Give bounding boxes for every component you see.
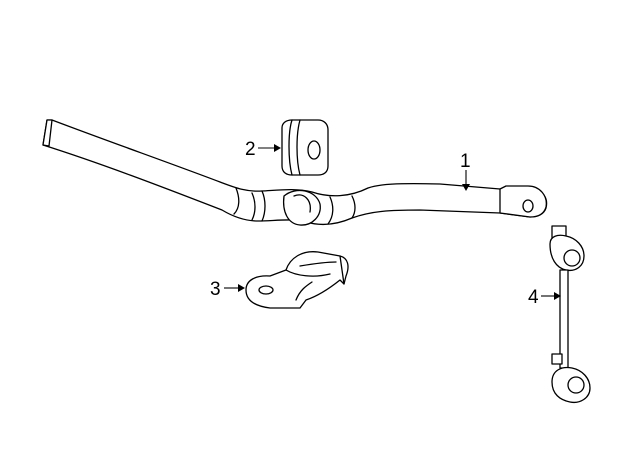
bushing-body <box>281 119 329 176</box>
callout-3: 3 <box>210 279 245 300</box>
callout-1: 1 <box>460 151 471 191</box>
bracket <box>245 251 349 309</box>
callout-2-arrowhead <box>274 144 281 152</box>
callout-3-arrowhead <box>238 284 245 292</box>
stabilizer-bar-eye-hole <box>522 199 534 213</box>
callout-2: 2 <box>245 139 281 160</box>
bushing <box>281 119 329 176</box>
bar-bushing-section <box>282 189 321 226</box>
link-bottom-stud <box>551 353 563 365</box>
stabilizer-bar <box>42 119 548 226</box>
bushing-hole <box>307 140 321 160</box>
stabilizer-bar-end <box>42 119 53 147</box>
callout-1-arrowhead <box>462 184 470 191</box>
link-rod <box>559 269 569 369</box>
bushing-side <box>288 119 301 176</box>
bar-bend-lines <box>233 187 356 219</box>
bar-bushing-ridge <box>251 190 334 225</box>
callout-3-label: 3 <box>210 279 221 300</box>
bracket-folds <box>285 255 345 301</box>
stabilizer-link <box>549 225 591 404</box>
callout-1-label: 1 <box>460 151 471 172</box>
link-top-ball <box>563 249 581 267</box>
stabilizer-bar-eye <box>499 185 547 218</box>
callout-4-label: 4 <box>528 287 539 308</box>
bracket-hole <box>258 285 274 295</box>
link-bottom-ball <box>567 376 585 394</box>
callout-2-label: 2 <box>245 139 256 160</box>
bracket-body <box>245 251 349 309</box>
callout-4-arrowhead <box>554 292 561 300</box>
callout-4: 4 <box>528 287 561 308</box>
